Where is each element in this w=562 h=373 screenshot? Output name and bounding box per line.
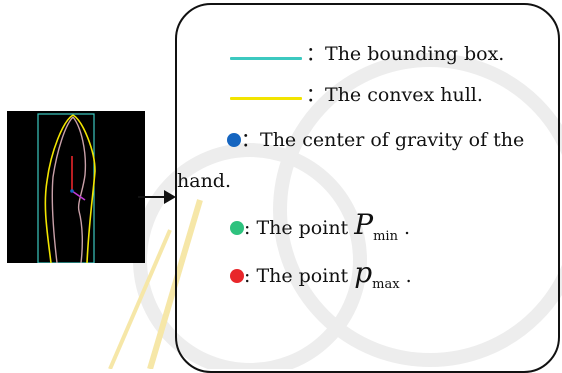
separator: ：: [241, 129, 261, 151]
bounding-box-text: The bounding box.: [325, 43, 505, 65]
legend-bounding-box: ：The bounding box.: [306, 42, 504, 66]
point-max-subscript: max: [372, 277, 400, 292]
point-min-label: : The point: [244, 217, 355, 239]
separator: ：: [306, 43, 326, 65]
bounding-box-swatch: [230, 57, 302, 60]
arrow-icon: [138, 190, 176, 204]
legend-convex-hull: ：The convex hull.: [306, 83, 483, 107]
point-max-symbol: p: [354, 256, 373, 289]
point-min-subscript: min: [373, 229, 398, 244]
hand-contour-image: [7, 111, 145, 263]
green-dot-icon: [230, 221, 244, 235]
separator: ：: [306, 84, 326, 106]
convex-hull-text: The convex hull.: [325, 84, 483, 106]
legend-center-of-gravity: ：The center of gravity of the: [227, 128, 524, 152]
center-gravity-text-line1: The center of gravity of the: [260, 129, 525, 151]
point-min-symbol: P: [354, 208, 374, 241]
legend-point-max: : The point pmax .: [230, 259, 412, 297]
point-max-suffix: .: [399, 265, 412, 287]
point-max-label: : The point: [244, 265, 355, 287]
blue-dot-icon: [227, 133, 241, 147]
legend-point-min: : The point Pmin .: [230, 211, 411, 249]
point-min-suffix: .: [397, 217, 411, 239]
convex-hull-swatch: [230, 97, 302, 100]
center-gravity-text-line2: hand.: [177, 170, 232, 192]
red-dot-icon: [230, 269, 244, 283]
